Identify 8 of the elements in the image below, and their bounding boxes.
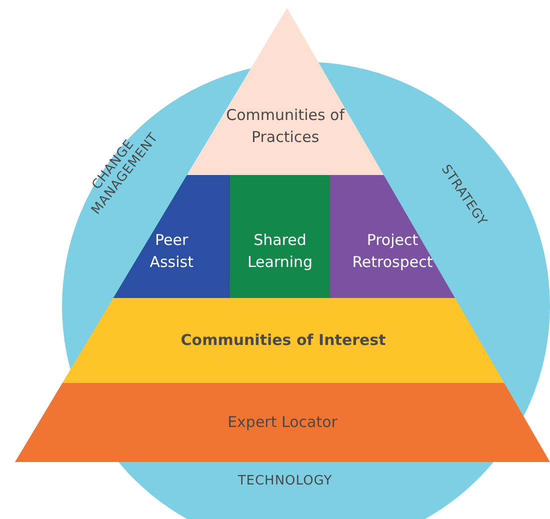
ring-label: TECHNOLOGY xyxy=(236,474,334,490)
section-label: Peer Assist xyxy=(148,230,194,272)
section-label: Communities of Practices xyxy=(225,104,346,148)
section-label: Expert Locator xyxy=(228,412,338,433)
section-label: Shared Learning xyxy=(246,230,314,272)
section-label: Communities of Interest xyxy=(180,330,386,351)
pyramid-section xyxy=(15,383,550,462)
section-label: Project Retrospect xyxy=(351,230,434,272)
